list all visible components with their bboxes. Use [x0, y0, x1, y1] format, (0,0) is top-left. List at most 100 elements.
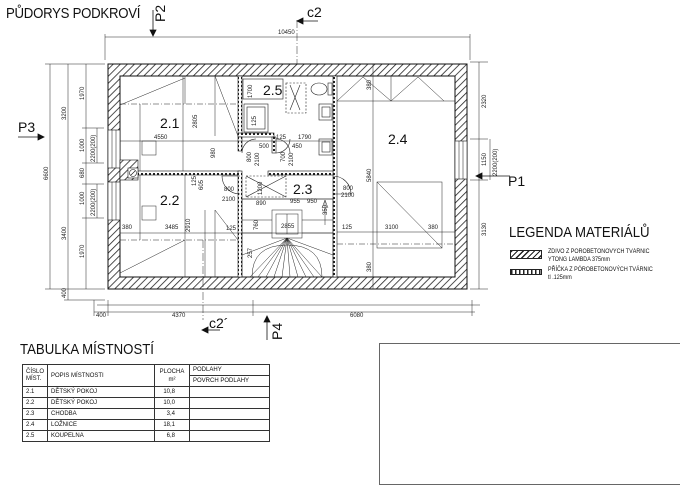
- dim-2-4-380b: 380: [367, 261, 373, 272]
- cell-surface: [189, 408, 270, 420]
- legend-item-wall: ZDIVO Z PÓROBETONOVÝCH TVÁRNIC YTONG LAM…: [510, 248, 661, 264]
- section-mark-p3: P3: [18, 119, 35, 135]
- dim-door-800b: 800: [224, 187, 235, 193]
- legend-partition-line1: PŘÍČKA Z PÓROBETONOVÝCH TVÁRNIC: [548, 267, 653, 273]
- interior-partitions: [119, 75, 338, 278]
- dim-left-3400: 3400: [62, 226, 68, 240]
- room-2-2: [119, 175, 333, 277]
- hatch-pattern-icon: [510, 250, 542, 259]
- room-table: ČÍSLO MÍST. POPIS MÍSTNOSTI PLOCHA m² PO…: [21, 364, 270, 442]
- dim-2-4-380: 380: [428, 225, 439, 231]
- dim-2-4-125: 125: [342, 225, 353, 231]
- cell-surface: [189, 386, 270, 398]
- cell-area: 3,4: [154, 408, 191, 420]
- section-mark-p2: P2: [152, 5, 168, 22]
- header-description: POPIS MÍSTNOSTI: [47, 364, 156, 387]
- dim-top-total: 10450: [278, 30, 295, 36]
- legend-item-partition: PŘÍČKA Z PÓROBETONOVÝCH TVÁRNIC tl .125m…: [510, 266, 664, 282]
- dim-left-1000a: 1000: [80, 138, 86, 152]
- dim-door-450: 450: [292, 144, 303, 150]
- cell-area: 18,1: [154, 419, 191, 431]
- title-block-frame: [379, 343, 680, 485]
- header-number-line2: MÍST.: [26, 375, 42, 382]
- dim-left-window-b: 2200(200): [91, 189, 97, 216]
- dim-left-1970b: 1970: [80, 244, 86, 258]
- dim-door-500: 500: [259, 144, 270, 150]
- header-floor-surface: POVRCH PODLAHY: [189, 375, 270, 387]
- dim-left-6600: 6600: [44, 166, 50, 180]
- dim-125-bath: 125: [252, 115, 258, 126]
- cell-description: KOUPELNA: [47, 430, 156, 442]
- cell-area: 10,0: [154, 397, 191, 409]
- room-2-5: [242, 78, 333, 156]
- dim-left-window-a: 2200(200): [91, 135, 97, 162]
- cell-number: 2.3: [21, 408, 49, 420]
- room-table-title: TABULKA MÍSTNOSTÍ: [20, 341, 154, 358]
- staircase: [241, 198, 334, 278]
- dim-5840: 5840: [367, 168, 373, 182]
- dim-left-1000b: 1000: [80, 191, 86, 205]
- legend-text-partition: PŘÍČKA Z PÓROBETONOVÝCH TVÁRNIC tl .125m…: [548, 266, 653, 282]
- table-row: 2.5 KOUPELNA 6,8: [21, 430, 270, 442]
- header-floors: PODLAHY: [189, 364, 270, 376]
- dim-bottom-4370: 4370: [172, 313, 186, 319]
- section-mark-p4: P4: [269, 323, 285, 340]
- dim-955: 955: [290, 199, 301, 205]
- dim-door-800c: 800: [343, 186, 354, 192]
- dim-door-800a: 800: [247, 151, 253, 162]
- cell-number: 2.4: [21, 419, 49, 431]
- header-number-line1: ČÍSLO: [26, 368, 45, 375]
- cell-number: 2.5: [21, 430, 49, 442]
- dim-stair-760: 760: [254, 219, 260, 230]
- room-2-1: [119, 75, 333, 171]
- dim-950: 950: [307, 199, 318, 205]
- legend-wall-line1: ZDIVO Z PÓROBETONOVÝCH TVÁRNIC: [548, 249, 650, 255]
- dim-door-2100a: 2100: [255, 152, 261, 166]
- dim-right-1150: 1150: [482, 152, 488, 166]
- room-label-2-3: 2.3: [293, 181, 313, 197]
- dim-right-2320: 2320: [482, 94, 488, 108]
- cell-surface: [189, 419, 270, 431]
- dim-2-4-380top: 380: [367, 79, 373, 90]
- room-label-2-2: 2.2: [160, 192, 180, 208]
- legend-wall-line2: YTONG LAMBDA 375mm: [548, 257, 611, 263]
- dim-left-680: 680: [80, 167, 86, 178]
- dim-2-1-height: 2805: [193, 114, 199, 128]
- floor-plan: 2.1 2.2 2.3 2.4 2.5: [18, 4, 525, 340]
- dim-door-2100d: 2100: [341, 193, 355, 199]
- room-2-4: [336, 64, 455, 289]
- legend-title: LEGENDA MATERIÁLŮ: [509, 224, 650, 241]
- dim-2910: 2910: [186, 218, 192, 232]
- section-mark-c2-top: c2: [307, 4, 322, 20]
- cell-description: LOŽNICE: [47, 419, 156, 431]
- cell-number: 2.1: [21, 386, 49, 398]
- table-row: 2.3 CHODBA 3,4: [21, 408, 270, 420]
- dim-door-700: 700: [281, 151, 287, 162]
- dim-stair-2855: 2855: [281, 224, 295, 230]
- room-label-2-4: 2.4: [388, 131, 408, 147]
- legend-partition-line2: tl .125mm: [548, 275, 572, 281]
- header-area-line1: PLOCHA: [159, 368, 185, 375]
- dim-890: 890: [256, 201, 267, 207]
- dim-1200: 1200: [258, 181, 264, 195]
- cell-area: 10,8: [154, 386, 191, 398]
- dim-605: 605: [199, 179, 205, 190]
- cell-surface: [189, 397, 270, 409]
- cell-surface: [189, 430, 270, 442]
- dim-1790: 1790: [298, 135, 312, 141]
- section-markers: [18, 10, 510, 340]
- dimension-lines: [45, 20, 491, 320]
- room-label-2-1: 2.1: [160, 115, 180, 131]
- dim-bottom-400: 400: [96, 313, 107, 319]
- cell-description: DĚTSKÝ POKOJ: [47, 397, 156, 409]
- dotted-pattern-icon: [510, 269, 542, 275]
- dim-3100: 3100: [385, 225, 399, 231]
- legend-text-wall: ZDIVO Z PÓROBETONOVÝCH TVÁRNIC YTONG LAM…: [548, 248, 650, 264]
- dim-2-2-380: 380: [122, 225, 133, 231]
- cell-description: CHODBA: [47, 408, 156, 420]
- dim-bottom-6080: 6080: [350, 313, 364, 319]
- dim-125-bath-b: 125: [276, 135, 287, 141]
- cell-description: DĚTSKÝ POKOJ: [47, 386, 156, 398]
- dim-350: 350: [323, 204, 329, 215]
- dim-door-2100b: 2100: [289, 152, 295, 166]
